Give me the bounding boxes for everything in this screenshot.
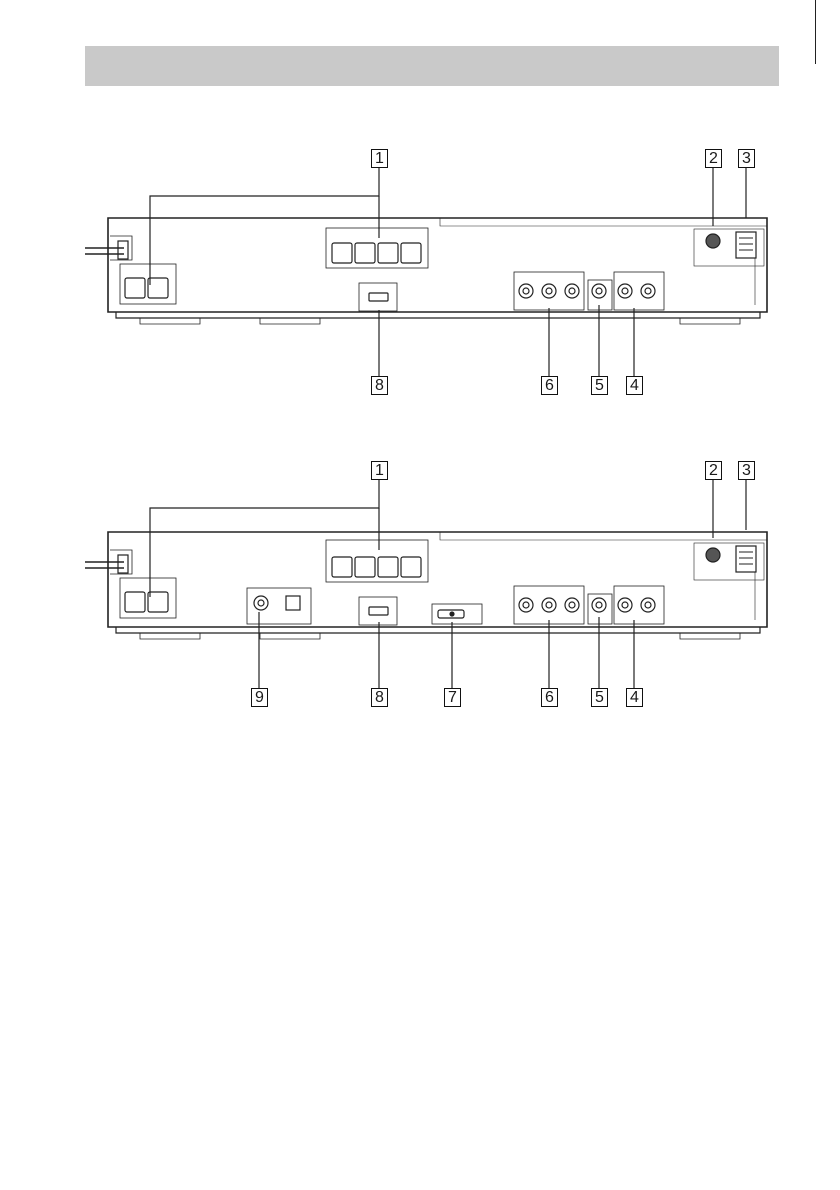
section-header-band — [85, 46, 779, 86]
callout-4: 4 — [626, 376, 643, 395]
callout-2: 2 — [705, 149, 722, 168]
callout-1: 1 — [371, 461, 388, 480]
callout-5: 5 — [591, 688, 608, 707]
callout-8: 8 — [371, 376, 388, 395]
callout-3: 3 — [738, 461, 755, 480]
callout-6: 6 — [541, 688, 558, 707]
callout-2: 2 — [705, 461, 722, 480]
rear-panel-drawing-1 — [80, 140, 780, 400]
callout-9: 9 — [251, 688, 268, 707]
rear-panel-drawing-2 — [80, 452, 780, 712]
callout-3: 3 — [738, 149, 755, 168]
callout-8: 8 — [371, 688, 388, 707]
page-edge-line — [815, 0, 816, 64]
rear-panel-diagram-2: 1 2 3 9 8 7 6 5 4 — [80, 452, 780, 712]
callout-5: 5 — [591, 376, 608, 395]
callout-7: 7 — [444, 688, 461, 707]
callout-1: 1 — [371, 149, 388, 168]
callout-4: 4 — [626, 688, 643, 707]
rear-panel-diagram-1: 1 2 3 8 6 5 4 — [80, 140, 780, 400]
callout-6: 6 — [541, 376, 558, 395]
